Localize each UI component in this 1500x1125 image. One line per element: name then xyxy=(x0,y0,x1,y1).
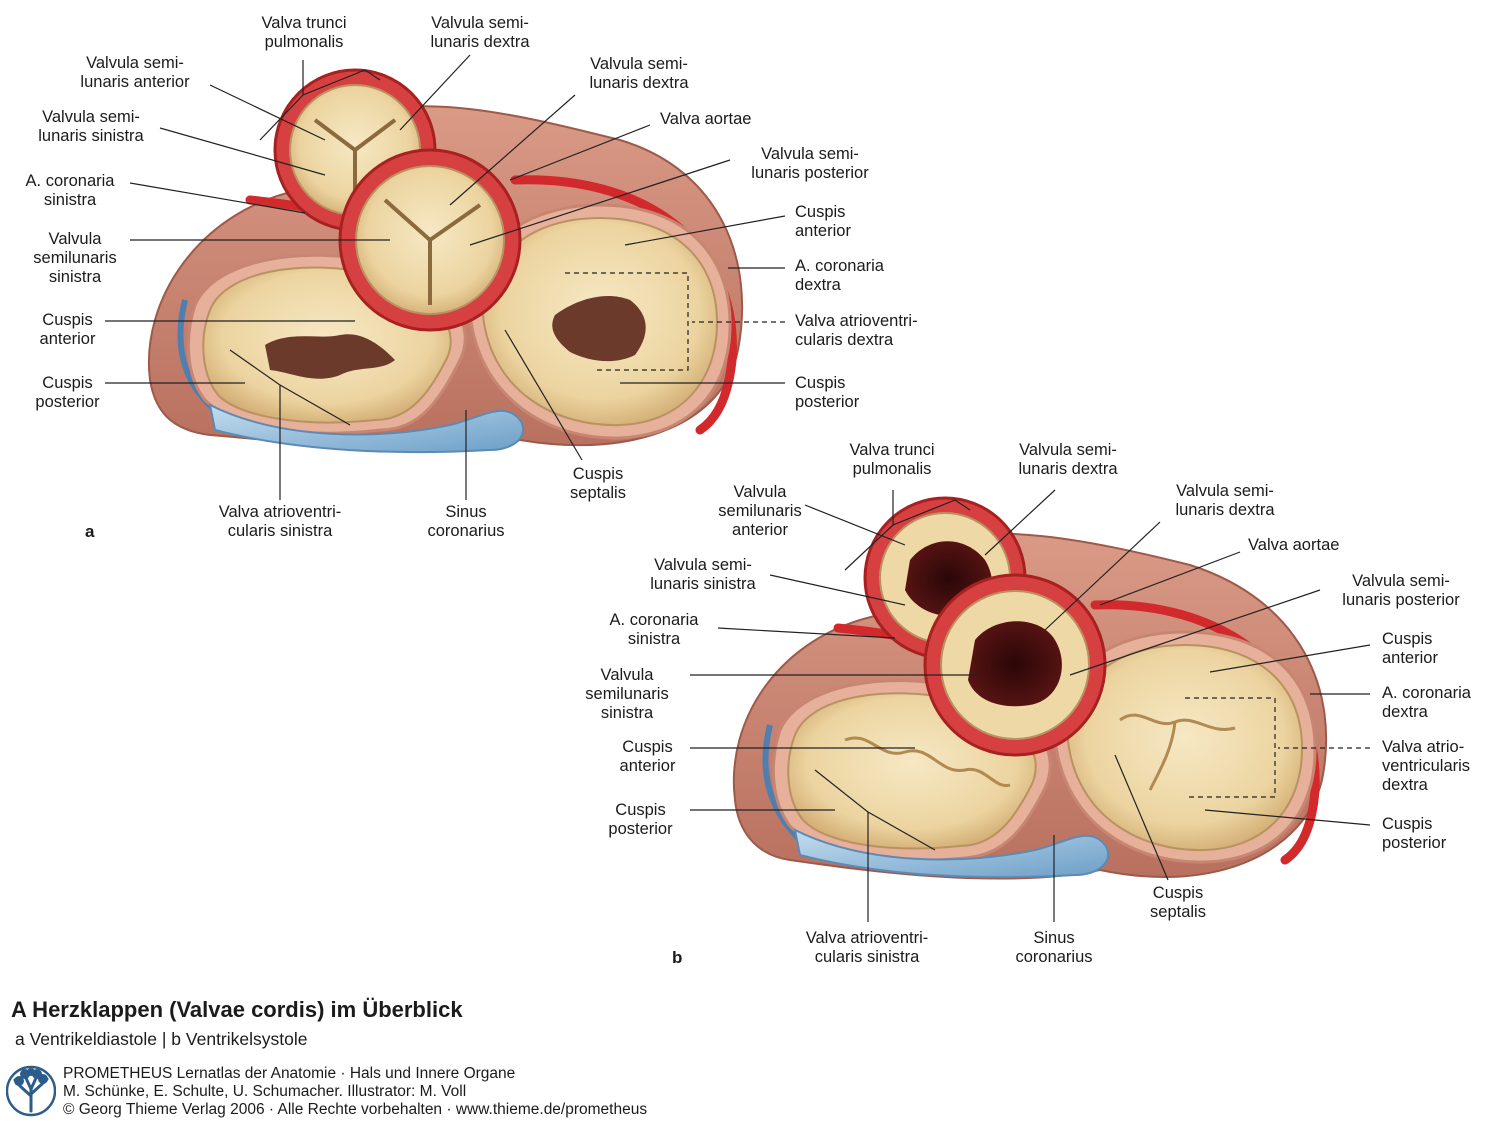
label-b-sinus-coronarius: Sinus coronarius xyxy=(1015,929,1093,966)
leader-b-semi-anterior xyxy=(804,504,906,546)
label-b-valva-atrioventricularis-sinistra: Valva atrioventri- cularis sinistra xyxy=(805,929,929,966)
panel-b-letter: b xyxy=(672,948,683,967)
aortic-orifice-b xyxy=(968,621,1062,707)
leader-b-valva-aortae xyxy=(1099,551,1241,606)
leader-a-semi-posterior xyxy=(469,159,731,246)
leader-b-semi-sinistra-pulm xyxy=(769,574,906,606)
coronary-sinus-b xyxy=(793,828,1110,879)
leader-a-cuspis-septalis xyxy=(504,329,583,461)
leader-a-semi-dextra-aort xyxy=(449,94,576,206)
leader-a-cuspis-anterior-r xyxy=(624,215,786,246)
figure-title: A Herzklappen (Valvae cordis) im Überbli… xyxy=(11,997,463,1022)
leader-b-semi-dextra-pulm xyxy=(984,489,1056,556)
label-a-cuspis-anterior-right: Cuspis anterior xyxy=(795,203,851,240)
label-a-valvula-semilunaris-dextra-pulm: Valvula semi- lunaris dextra xyxy=(430,14,530,51)
label-a-valvula-semilunaris-posterior: Valvula semi- lunaris posterior xyxy=(751,145,869,182)
leader-a-av-sinistra xyxy=(229,349,351,500)
label-a-valvula-semilunaris-anterior: Valvula semi- lunaris anterior xyxy=(80,54,190,91)
label-b-valvula-semilunaris-posterior: Valvula semi- lunaris posterior xyxy=(1342,572,1460,609)
label-a-valva-trunci-pulmonalis: Valva trunci pulmonalis xyxy=(261,14,347,51)
label-b-cuspis-anterior-left: Cuspis anterior xyxy=(619,738,676,775)
aortic-commissure-a xyxy=(383,198,482,305)
mitral-closure-line-b xyxy=(844,736,1011,788)
leader-b-av-sinistra xyxy=(814,769,936,922)
credits-line-1: PROMETHEUS Lernatlas der Anatomie · Hals… xyxy=(63,1065,516,1082)
label-b-cuspis-septalis: Cuspis septalis xyxy=(1150,884,1206,921)
label-b-valva-aortae: Valva aortae xyxy=(1248,536,1340,554)
credits: PROMETHEUS Lernatlas der Anatomie · Hals… xyxy=(63,1065,647,1119)
label-a-sinus-coronarius: Sinus coronarius xyxy=(427,503,505,540)
label-a-valvula-semilunaris-sinistra-pulm: Valvula semi- lunaris sinistra xyxy=(38,108,144,145)
label-b-valvula-semilunaris-sinistra-aort: Valvula semilunaris sinistra xyxy=(585,666,669,722)
leader-a-valva-aortae xyxy=(509,124,651,181)
label-b-a-coronaria-sinistra: A. coronaria sinistra xyxy=(609,611,699,648)
mitral-commissure-a xyxy=(265,334,395,379)
leader-a-semi-anterior xyxy=(209,84,326,141)
leader-b-cuspis-posterior-r xyxy=(1204,809,1371,826)
label-a-cuspis-anterior-left: Cuspis anterior xyxy=(39,311,96,348)
label-a-cuspis-posterior-right: Cuspis posterior xyxy=(795,374,860,411)
tricuspid-commissure-a xyxy=(552,295,646,362)
label-b-a-coronaria-dextra: A. coronaria dextra xyxy=(1382,684,1471,721)
label-b-cuspis-anterior-right: Cuspis anterior xyxy=(1382,630,1438,667)
figure-subtitle: a Ventrikeldiastole | b Ventrikelsystole xyxy=(15,1029,308,1049)
leader-b-coronaria-sinistra xyxy=(717,627,896,639)
leader-a-semi-dextra-pulm xyxy=(399,54,471,131)
label-a-valvula-semilunaris-dextra-aort: Valvula semi- lunaris dextra xyxy=(589,55,689,92)
label-b-valva-trunci-pulmonalis: Valva trunci pulmonalis xyxy=(849,441,935,478)
label-a-valvula-semilunaris-sinistra-aort: Valvula semilunaris sinistra xyxy=(33,230,117,286)
coronary-sinus-a xyxy=(208,403,525,454)
leader-b-cuspis-anterior-r xyxy=(1209,644,1371,673)
leader-a-semi-sinistra-pulm xyxy=(159,127,326,176)
label-b-valvula-semilunaris-sinistra-pulm: Valvula semi- lunaris sinistra xyxy=(650,556,756,593)
label-a-valva-aortae: Valva aortae xyxy=(660,110,752,128)
leader-b-semi-posterior xyxy=(1069,589,1321,676)
label-b-cuspis-posterior-right: Cuspis posterior xyxy=(1382,815,1447,852)
panel-b-heart xyxy=(732,496,1328,880)
panel-a-heart xyxy=(147,68,744,454)
leader-b-pulm-brace xyxy=(844,490,971,571)
leader-a-av-dextra xyxy=(565,272,785,371)
label-a-cuspis-posterior-left: Cuspis posterior xyxy=(35,374,100,411)
label-b-valvula-semilunaris-dextra-aort: Valvula semi- lunaris dextra xyxy=(1175,482,1275,519)
label-b-valvula-semilunaris-anterior: Valvula semilunaris anterior xyxy=(718,483,802,539)
label-a-valva-atrioventricularis-sinistra: Valva atrioventri- cularis sinistra xyxy=(218,503,342,540)
tree-logo-icon xyxy=(6,1065,56,1117)
label-b-valva-atrioventricularis-dextra: Valva atrio- ventricularis dextra xyxy=(1382,738,1471,794)
leader-b-cuspis-septalis xyxy=(1114,754,1169,881)
credits-line-3: © Georg Thieme Verlag 2006 · Alle Rechte… xyxy=(63,1101,648,1118)
tricuspid-closure-line-b xyxy=(1119,713,1236,791)
label-a-a-coronaria-sinistra: A. coronaria sinistra xyxy=(25,172,115,209)
label-a-cuspis-septalis: Cuspis septalis xyxy=(570,465,626,502)
vein-arc-b xyxy=(762,724,803,843)
label-b-valvula-semilunaris-dextra-pulm: Valvula semi- lunaris dextra xyxy=(1018,441,1118,478)
leader-lines xyxy=(105,54,1371,922)
label-a-valva-atrioventricularis-dextra: Valva atrioventri- cularis dextra xyxy=(795,312,918,349)
panel-a-letter: a xyxy=(85,522,95,541)
leader-b-av-dextra xyxy=(1185,697,1370,798)
leader-a-pulm-brace xyxy=(259,60,381,141)
label-b-cuspis-posterior-left: Cuspis posterior xyxy=(608,801,673,838)
label-a-a-coronaria-dextra: A. coronaria dextra xyxy=(795,257,884,294)
leader-b-semi-dextra-aort xyxy=(1044,521,1161,631)
credits-line-2: M. Schünke, E. Schulte, U. Schumacher. I… xyxy=(63,1083,467,1100)
leader-a-coronaria-sinistra xyxy=(129,182,306,214)
